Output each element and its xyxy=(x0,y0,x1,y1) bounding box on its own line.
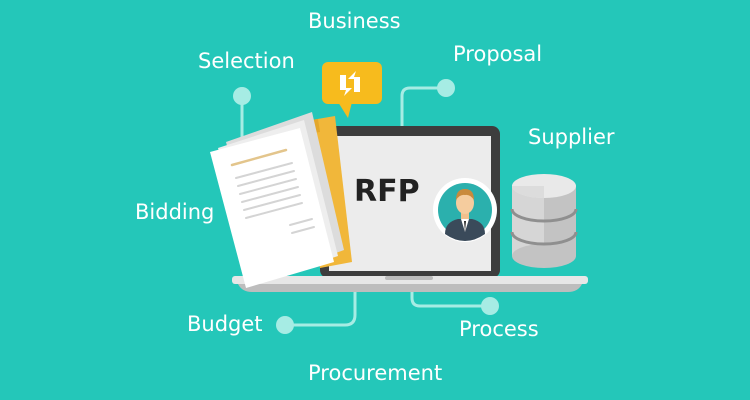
label-budget: Budget xyxy=(187,312,263,336)
connector-nodes xyxy=(233,79,499,334)
label-selection: Selection xyxy=(198,49,295,73)
label-bidding: Bidding xyxy=(135,200,215,224)
connector-budget xyxy=(283,281,357,327)
label-procurement: Procurement xyxy=(308,361,443,385)
database-icon xyxy=(510,174,578,268)
node-process xyxy=(481,297,499,315)
chat-bubble-icon xyxy=(322,62,382,118)
document-stack-icon xyxy=(210,112,344,288)
node-budget xyxy=(276,316,294,334)
connector-process xyxy=(410,281,492,308)
screen-title: RFP xyxy=(354,174,420,209)
label-supplier: Supplier xyxy=(528,125,615,149)
label-process: Process xyxy=(459,317,539,341)
label-proposal: Proposal xyxy=(453,42,543,66)
user-avatar-icon xyxy=(433,178,497,242)
node-proposal xyxy=(437,79,455,97)
label-business: Business xyxy=(308,9,401,33)
connector-proposal xyxy=(400,86,448,128)
node-selection xyxy=(233,87,251,105)
